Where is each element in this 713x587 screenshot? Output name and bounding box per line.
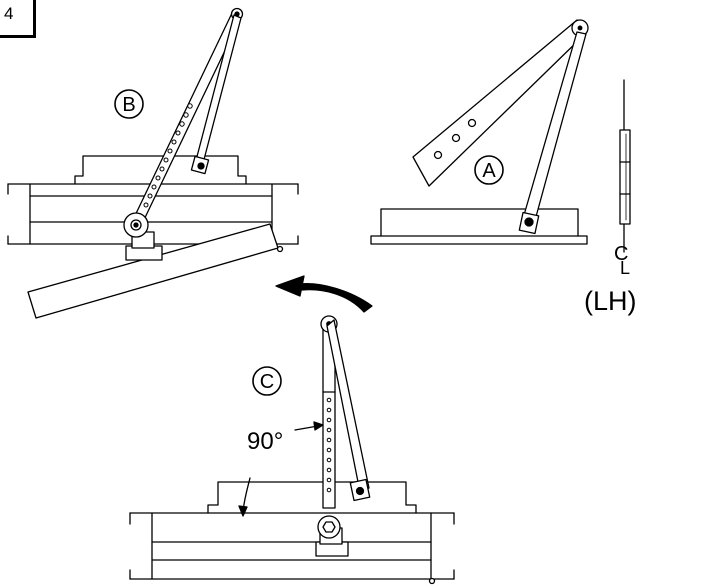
view-c <box>130 316 454 584</box>
angle-label: 90° <box>247 428 283 455</box>
arm-holes-c <box>327 398 331 492</box>
hand-label: (LH) <box>584 286 637 316</box>
arm-holes-b <box>144 104 192 207</box>
angle-leader <box>239 422 323 516</box>
forearm-b <box>191 15 241 174</box>
label-a: A <box>482 160 496 182</box>
step-number: 4 <box>4 4 14 23</box>
label-b-circle <box>115 90 143 118</box>
forearm-c <box>327 320 370 500</box>
view-a <box>371 20 588 244</box>
forearm-a <box>519 32 586 233</box>
arm-hub-b <box>124 213 148 237</box>
closer-body-b <box>75 156 246 184</box>
label-a-circle <box>475 156 503 184</box>
door-frame-c <box>130 513 454 584</box>
step-number-box: 4 <box>0 0 36 38</box>
label-c-circle <box>253 367 281 395</box>
arm-hub-c <box>318 516 340 538</box>
closer-body-a <box>371 209 587 244</box>
rotation-arrow <box>276 276 372 312</box>
label-c: C <box>260 371 274 393</box>
closer-body-c <box>208 482 416 513</box>
label-b: B <box>122 94 135 116</box>
view-b <box>8 9 298 319</box>
centerline-l: L <box>620 258 630 278</box>
door-panel-b <box>28 224 283 318</box>
hinge-side-view <box>620 80 630 252</box>
centerline-c: C <box>614 243 628 265</box>
